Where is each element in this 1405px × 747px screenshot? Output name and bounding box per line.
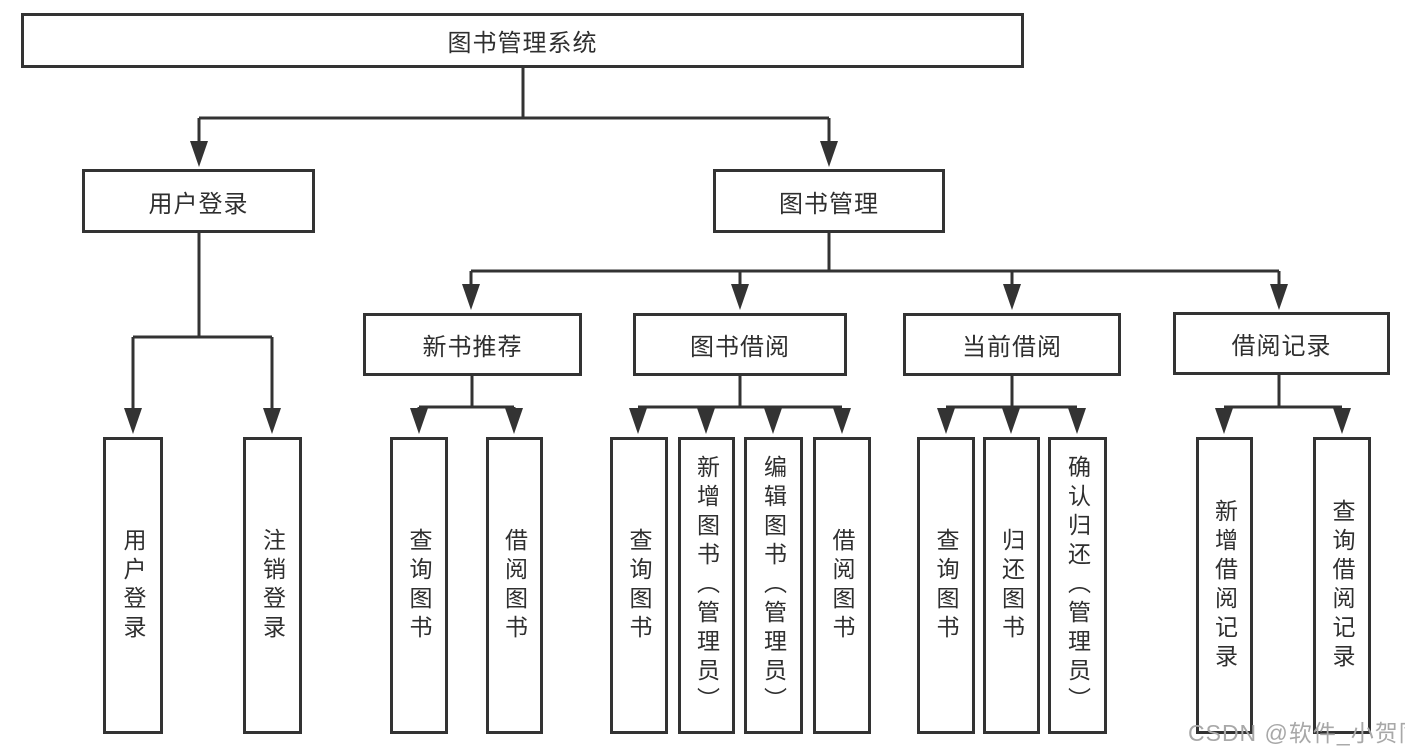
leaf-logout: 注销登录: [243, 437, 302, 734]
connector-borrow-records-children: [1215, 375, 1351, 434]
leaf-user-login: 用户登录: [103, 437, 163, 734]
connector-user-login-children: [124, 233, 281, 434]
leaf-nbr-borrow-books: 借阅图书: [486, 437, 543, 734]
connector-root-to-level2: [190, 68, 838, 167]
leaf-bb-query-books: 查询图书: [610, 437, 668, 734]
leaf-cb-query-books: 查询图书: [917, 437, 975, 734]
node-user-login: 用户登录: [82, 169, 315, 233]
leaf-nbr-query-books: 查询图书: [390, 437, 448, 734]
node-current-borrow: 当前借阅: [903, 313, 1121, 376]
node-book-borrow: 图书借阅: [633, 313, 847, 376]
leaf-cb-confirm-return-admin: 确认归还（管理员）: [1048, 437, 1107, 734]
connector-book-borrow-children: [629, 376, 851, 434]
leaf-bb-borrow-books: 借阅图书: [813, 437, 871, 734]
connector-current-borrow-children: [937, 376, 1086, 434]
connector-book-management-children: [462, 233, 1288, 310]
watermark: CSDN @软件_小贺同学: [1188, 720, 1405, 746]
node-borrow-records: 借阅记录: [1173, 312, 1390, 375]
leaf-bb-edit-books-admin: 编辑图书（管理员）: [744, 437, 803, 734]
connector-new-book-recommend-children: [410, 376, 523, 434]
node-book-management: 图书管理: [713, 169, 945, 233]
node-new-book-recommend: 新书推荐: [363, 313, 582, 376]
leaf-br-query-record: 查询借阅记录: [1313, 437, 1371, 734]
leaf-bb-add-books-admin: 新增图书（管理员）: [678, 437, 735, 734]
leaf-cb-return-books: 归还图书: [983, 437, 1040, 734]
node-root: 图书管理系统: [21, 13, 1024, 68]
leaf-br-add-record: 新增借阅记录: [1196, 437, 1253, 734]
